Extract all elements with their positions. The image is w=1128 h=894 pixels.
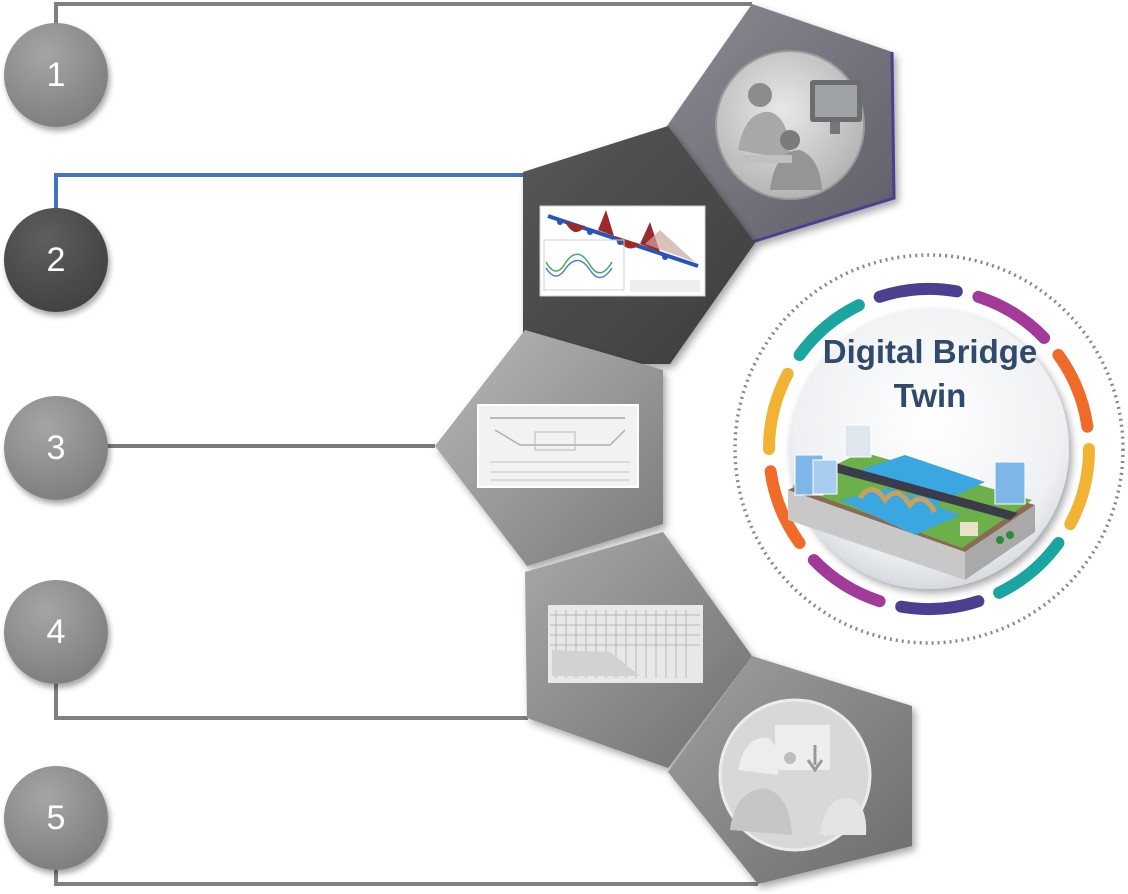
bridge-analysis-model-image: [539, 205, 706, 297]
step-3-number: 3: [46, 428, 66, 467]
engineering-drawing-image: [477, 404, 639, 488]
ring-segment: [764, 465, 806, 549]
ring-segment: [895, 595, 985, 616]
connector-2: [54, 173, 525, 236]
connector-4: [54, 660, 528, 720]
step-3-circle[interactable]: 3: [4, 396, 108, 500]
step-4-circle[interactable]: 4: [4, 580, 108, 684]
ring-segment: [993, 537, 1065, 599]
ring-segment: [972, 290, 1051, 344]
step-5-circle[interactable]: 5: [4, 766, 108, 870]
bridge-3d-model-image: [788, 424, 1035, 580]
engineers-at-workstation-image: [715, 50, 865, 200]
ring-segment: [807, 554, 886, 608]
hub-title-line-1: Digital Bridge: [822, 333, 1038, 370]
connector-5: [54, 840, 758, 886]
dotted-outer-ring: [733, 253, 1125, 645]
step-2-circle[interactable]: 2: [4, 208, 108, 312]
ring-segment: [793, 299, 865, 361]
ring-segment: [1052, 349, 1094, 433]
step-1-number: 1: [46, 55, 66, 94]
worker-data-dashboard-image: [718, 698, 872, 852]
hub-title-line-2: Twin: [893, 377, 967, 414]
step-2-number: 2: [46, 240, 66, 279]
step-4-number: 4: [46, 612, 66, 651]
colored-ring: [763, 282, 1095, 616]
rebar-cage-model-image: [548, 605, 703, 683]
ring-segment: [1064, 443, 1095, 531]
digital-bridge-twin-hub: [733, 253, 1125, 645]
connector-1: [54, 2, 752, 48]
ring-segment: [873, 282, 963, 303]
step-1-circle[interactable]: 1: [4, 23, 108, 127]
ring-segment: [763, 367, 794, 455]
hub-title: Digital Bridge Twin: [790, 330, 1070, 418]
step-5-number: 5: [46, 798, 66, 837]
